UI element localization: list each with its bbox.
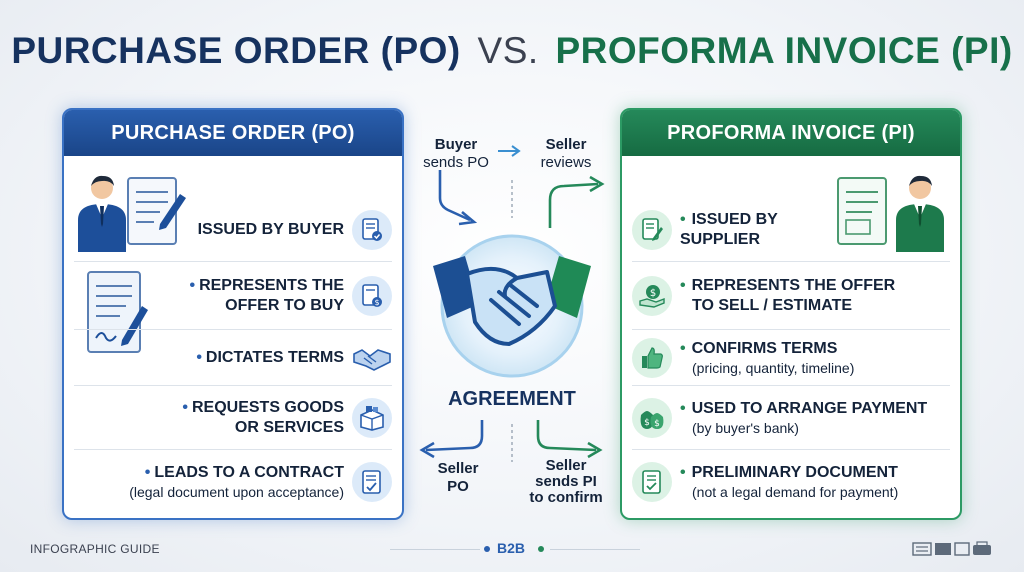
svg-text:$: $ <box>654 419 660 429</box>
flow-seller-sends-pi: Seller sends PI to confirm <box>529 457 603 506</box>
document-pen-icon <box>632 209 672 250</box>
handshake-icon <box>427 226 597 386</box>
pi-panel-header: PROFORMA INVOICE (PI) <box>622 110 960 156</box>
svg-text:$: $ <box>650 288 656 299</box>
pi-row-5-text: PRELIMINARY DOCUMENT <box>691 464 898 481</box>
pi-row-confirms-terms: •CONFIRMS TERMS (pricing, quantity, time… <box>632 330 950 386</box>
page-title: PURCHASE ORDER (PO) VS. PROFORMA INVOICE… <box>0 30 1024 72</box>
buyer-figure-icon <box>78 175 186 252</box>
handshake-small-icon <box>352 338 392 378</box>
document-signed-icon <box>352 462 392 502</box>
footer-guide-label: INFOGRAPHIC GUIDE <box>30 542 160 556</box>
po-row-5-sub: (legal document upon acceptance) <box>129 484 344 500</box>
po-row-dictates-terms: •DICTATES TERMS <box>74 330 392 386</box>
footer-document-icons <box>912 541 991 556</box>
footer-b2b-label: B2B <box>497 540 526 556</box>
pi-row-arrange-payment: $$ •USED TO ARRANGE PAYMENT (by buyer's … <box>632 386 950 450</box>
money-bags-icon: $$ <box>632 397 672 438</box>
footer-divider-right <box>550 549 640 550</box>
pi-row-4-sub: (by buyer's bank) <box>692 419 799 436</box>
po-row-4-text2: OR SERVICES <box>234 418 344 436</box>
flow-seller-reviews: Seller reviews <box>540 136 592 171</box>
pi-row-4-text: USED TO ARRANGE PAYMENT <box>691 399 928 417</box>
po-row-offer-to-buy: •REPRESENTS THE OFFER TO BUY $ <box>74 262 392 330</box>
flow-buyer-sends-po: Buyer sends PO <box>423 136 489 171</box>
pi-row-issued-by-supplier: •ISSUED BY SUPPLIER <box>632 198 950 262</box>
contract-document-icon <box>87 271 148 353</box>
pi-row-5-sub: (not a legal demand for payment) <box>692 484 899 500</box>
flow-arrows-top-icon <box>438 170 605 228</box>
supplier-figure-icon <box>837 175 944 252</box>
po-row-requests-goods: •REQUESTS GOODS OR SERVICES <box>74 386 392 450</box>
pi-row-preliminary-document: •PRELIMINARY DOCUMENT (not a legal deman… <box>632 450 950 514</box>
box-icon <box>352 397 392 438</box>
po-row-1-text: ISSUED BY BUYER <box>197 220 344 238</box>
pi-row-3-text: CONFIRMS TERMS <box>691 339 838 357</box>
footer-dot-green <box>538 546 544 552</box>
pi-row-offer-to-sell: $ •REPRESENTS THE OFFER TO SELL / ESTIMA… <box>632 262 950 330</box>
pi-panel: PROFORMA INVOICE (PI) •ISSUED BY SUPPLIE… <box>620 108 962 520</box>
pi-row-3-sub: (pricing, quantity, timeline) <box>692 359 855 376</box>
po-row-3-text: DICTATES TERMS <box>205 348 344 366</box>
document-list-icon <box>632 462 672 502</box>
pi-row-2-text: REPRESENTS THE OFFER <box>691 276 896 294</box>
document-check-icon <box>352 209 392 250</box>
po-row-issued-by-buyer: ISSUED BY BUYER <box>74 198 392 262</box>
agreement-label: AGREEMENT <box>448 388 576 410</box>
footer-dot-blue <box>484 546 490 552</box>
po-row-2-text2: OFFER TO BUY <box>225 296 344 314</box>
title-vs: VS. <box>477 30 539 71</box>
pi-row-2-text2: TO SELL / ESTIMATE <box>692 296 853 314</box>
flow-seller-po: Seller PO <box>437 460 479 495</box>
svg-text:$: $ <box>644 418 650 428</box>
money-hand-icon: $ <box>632 275 672 316</box>
title-po: PURCHASE ORDER (PO) <box>11 30 461 71</box>
po-row-2-text: REPRESENTS THE <box>199 276 344 294</box>
po-row-4-text: REQUESTS GOODS <box>191 398 344 416</box>
title-pi: PROFORMA INVOICE (PI) <box>555 30 1013 71</box>
document-dollar-icon: $ <box>352 275 392 316</box>
pi-row-1-text: ISSUED BY SUPPLIER <box>680 210 778 248</box>
thumbs-up-icon <box>632 337 672 378</box>
flow-arrows-bottom-icon <box>419 420 603 462</box>
footer-divider-left <box>390 549 480 550</box>
flow-arrow-right-icon <box>498 145 521 157</box>
po-row-5-text: LEADS TO A CONTRACT <box>154 464 344 481</box>
po-panel: PURCHASE ORDER (PO) ISSUED BY BUYER •REP… <box>62 108 404 520</box>
po-panel-header: PURCHASE ORDER (PO) <box>64 110 402 156</box>
svg-text:$: $ <box>374 298 379 307</box>
po-row-leads-to-contract: •LEADS TO A CONTRACT (legal document upo… <box>74 450 392 514</box>
